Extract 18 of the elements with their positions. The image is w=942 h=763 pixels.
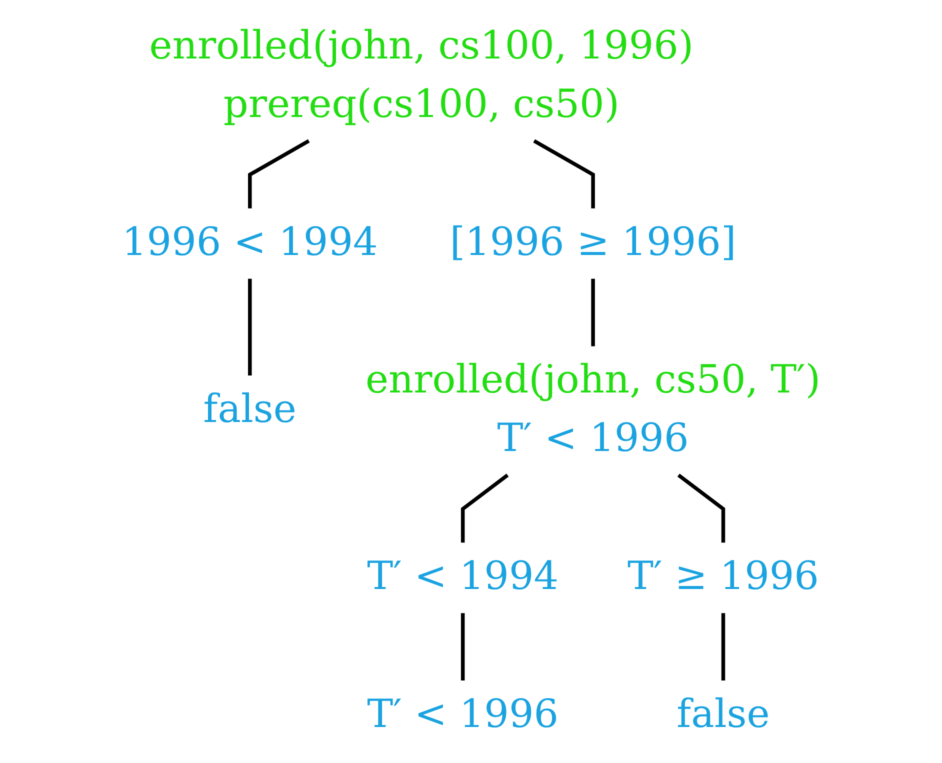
node-text: enrolled(john, cs100, 1996) prereq(cs100, cs50) <box>148 24 694 128</box>
connector <box>721 613 725 681</box>
node-text: false <box>676 692 770 738</box>
connector <box>677 474 725 543</box>
node-text: T′ < 1994 <box>366 554 558 600</box>
node-text: T′ ≥ 1996 <box>627 554 819 600</box>
connector <box>248 139 310 208</box>
connector <box>590 278 595 346</box>
connector <box>460 613 464 681</box>
connector <box>532 139 595 208</box>
node-text: false <box>202 387 296 432</box>
node-text: 1996 < 1994 <box>122 220 378 266</box>
node-text: enrolled(john, cs50, T′) T′ < 1996 <box>365 358 820 462</box>
node-text: [1996 ≥ 1996] <box>450 220 736 266</box>
connector <box>460 474 508 543</box>
tree-diagram: enrolled(john, cs100, 1996) prereq(cs100, cs50) 1996 < 1994 false [1996 ≥ 1996] enrolled(john, cs50, T′) T′ < 1996 T′ < 1994 T′ ≥ 1996 T′ < 1996 false <box>98 0 844 763</box>
connector <box>248 278 252 376</box>
node-text: T′ < 1996 <box>366 692 558 738</box>
